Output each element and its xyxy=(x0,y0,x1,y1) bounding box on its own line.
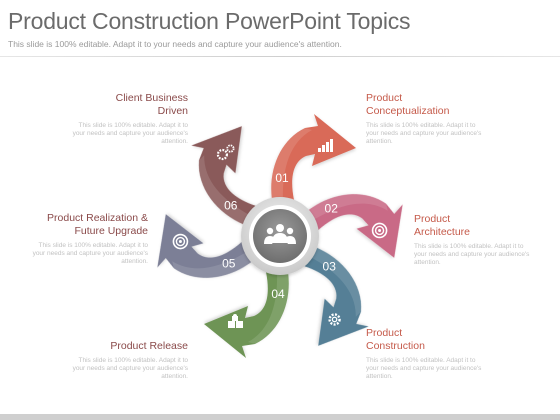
step-04-title: Product Release xyxy=(110,340,188,352)
step-01-label: Product Conceptualization This slide is … xyxy=(366,92,496,146)
puzzle-icon xyxy=(228,314,243,328)
arrow-highlight-03 xyxy=(309,247,362,317)
step-06-title: Client Business Driven xyxy=(115,92,188,117)
step-number-03: 03 xyxy=(323,260,337,274)
step-03-description: This slide is 100% editable. Adapt it to… xyxy=(366,357,482,380)
arrow-highlight-05 xyxy=(172,251,253,278)
slide-subtitle: This slide is 100% editable. Adapt it to… xyxy=(8,39,342,49)
arrow-shape-04 xyxy=(204,272,289,358)
step-04-description: This slide is 100% editable. Adapt it to… xyxy=(72,357,188,380)
step-01-title: Product Conceptualization xyxy=(366,92,450,117)
step-06-label: Client Business Driven This slide is 100… xyxy=(58,92,188,146)
step-number-01: 01 xyxy=(275,171,289,185)
arrow-step-03: 03 xyxy=(304,247,369,346)
center-hub xyxy=(241,197,319,275)
step-05-label: Product Realization & Future Upgrade Thi… xyxy=(18,212,148,266)
arrow-step-01: 01 xyxy=(271,114,356,200)
step-05-description: This slide is 100% editable. Adapt it to… xyxy=(32,242,148,265)
title-divider xyxy=(0,56,560,57)
footer-bar xyxy=(0,414,560,420)
arrow-step-06: 06 xyxy=(191,126,256,225)
step-06-description: This slide is 100% editable. Adapt it to… xyxy=(72,122,188,145)
step-03-title: Product Construction xyxy=(366,327,425,352)
arrow-shape-05 xyxy=(157,214,253,278)
step-number-05: 05 xyxy=(222,256,236,270)
gears-icon xyxy=(216,144,235,161)
arrow-shape-01 xyxy=(271,114,356,200)
step-02-description: This slide is 100% editable. Adapt it to… xyxy=(414,243,530,266)
step-04-label: Product Release This slide is 100% edita… xyxy=(58,340,188,381)
arrow-step-04: 04 xyxy=(204,272,289,358)
target-icon xyxy=(371,222,388,239)
people-group-icon xyxy=(264,224,296,244)
step-number-04: 04 xyxy=(271,287,285,301)
arrow-highlight-01 xyxy=(271,128,312,200)
arrow-step-02: 02 xyxy=(307,194,403,258)
bar-chart-icon xyxy=(318,139,333,152)
step-number-06: 06 xyxy=(224,198,238,212)
target-icon xyxy=(172,233,189,250)
arrow-highlight-04 xyxy=(248,272,289,344)
step-05-title: Product Realization & Future Upgrade xyxy=(47,212,148,237)
step-02-title: Product Architecture xyxy=(414,213,471,238)
arrow-highlight-06 xyxy=(198,155,251,225)
arrow-shape-03 xyxy=(304,247,369,346)
arrow-shape-02 xyxy=(307,194,403,258)
gear-icon xyxy=(328,313,341,326)
arrow-shape-06 xyxy=(191,126,256,225)
step-03-label: Product Construction This slide is 100% … xyxy=(366,327,496,381)
arrow-highlight-02 xyxy=(307,194,388,221)
arrow-group: 01 02 03 04 05 06 xyxy=(157,114,403,358)
arrow-step-05: 05 xyxy=(157,214,253,278)
step-02-label: Product Architecture This slide is 100% … xyxy=(414,213,544,267)
step-number-02: 02 xyxy=(325,202,339,216)
slide-title: Product Construction PowerPoint Topics xyxy=(8,8,411,34)
step-01-description: This slide is 100% editable. Adapt it to… xyxy=(366,122,482,145)
